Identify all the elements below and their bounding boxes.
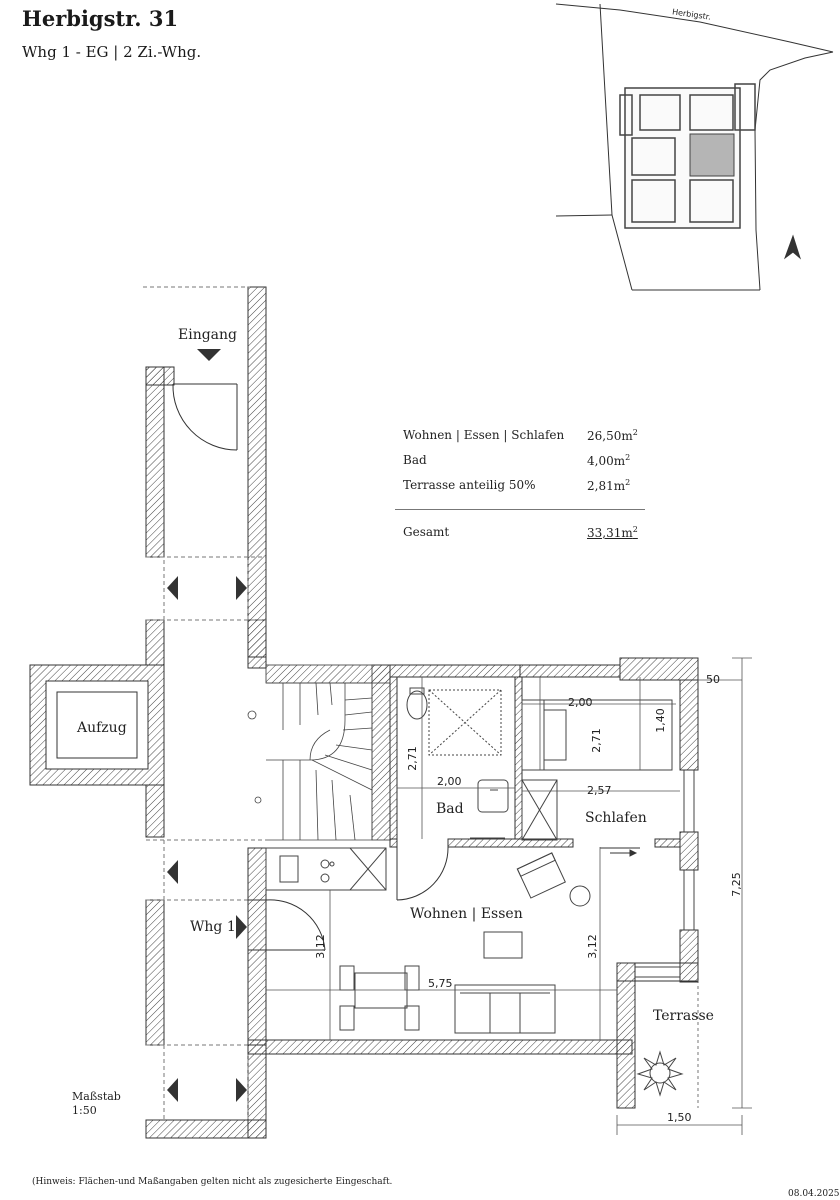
dining-table xyxy=(354,972,408,1009)
living-door xyxy=(265,899,326,951)
dim-total-height: 7,25 xyxy=(729,872,743,897)
bath-label: Bad xyxy=(436,801,464,817)
dim-living-height-left: 3,12 xyxy=(313,934,327,959)
corridor-walls xyxy=(145,286,267,1139)
entrance-arrow-icon xyxy=(197,349,221,361)
arrow-left-icon xyxy=(167,576,178,600)
toilet-icon xyxy=(406,690,428,720)
dim-living-width: 5,75 xyxy=(428,977,453,990)
area-row: Terrasse anteilig 50% 2,81m2 xyxy=(403,478,643,496)
scale-value: 1:50 xyxy=(72,1104,97,1117)
entrance-label: Eingang xyxy=(178,327,238,343)
sliding-door xyxy=(600,847,640,857)
unit-label: Whg 1 xyxy=(190,919,236,935)
dim-terrace-width: 1,50 xyxy=(667,1111,692,1124)
site-plan xyxy=(555,3,834,291)
area-divider xyxy=(395,509,645,510)
plant-icon xyxy=(636,1050,684,1097)
plan-date: 08.04.2025 xyxy=(788,1189,840,1199)
sofa xyxy=(454,984,556,1034)
area-label: Wohnen | Essen | Schlafen xyxy=(403,428,565,442)
bath-fixtures xyxy=(406,687,509,839)
area-value: 2,81m2 xyxy=(587,478,631,493)
windows xyxy=(635,770,695,978)
north-arrow-icon xyxy=(783,234,802,260)
elevator xyxy=(29,664,165,786)
living-furniture xyxy=(339,852,591,1034)
area-value: 4,00m2 xyxy=(587,453,631,468)
living-label: Wohnen | Essen xyxy=(410,906,523,922)
arrow-left-icon xyxy=(167,860,178,884)
scale-label: Maßstab xyxy=(72,1090,121,1103)
arrow-left-icon xyxy=(167,1078,178,1102)
area-row: Wohnen | Essen | Schlafen 26,50m2 xyxy=(403,428,643,446)
sink-icon xyxy=(477,779,509,813)
arrow-right-icon xyxy=(236,576,247,600)
dim-bed-width: 2,00 xyxy=(568,696,593,709)
dim-bed-height: 2,71 xyxy=(589,728,603,753)
stair xyxy=(247,664,391,841)
scale-block: Maßstab 1:50 xyxy=(72,1090,121,1118)
coffee-table xyxy=(483,931,523,959)
plot-right-boundary xyxy=(754,51,834,291)
armchair xyxy=(516,852,566,899)
dim-bed-depth: 1,40 xyxy=(653,708,667,733)
dim-bath-width: 2,00 xyxy=(437,775,462,788)
area-total-label: Gesamt xyxy=(403,525,450,539)
area-value: 26,50m2 xyxy=(587,428,638,443)
page-title: Herbigstr. 31 xyxy=(22,6,179,31)
area-label: Terrasse anteilig 50% xyxy=(403,478,536,492)
disclaimer-note: (Hinweis: Flächen-und Maßangaben gelten … xyxy=(32,1177,393,1187)
page-subtitle: Whg 1 - EG | 2 Zi.-Whg. xyxy=(22,43,202,61)
terrace-label: Terrasse xyxy=(653,1008,714,1024)
kitchen xyxy=(265,847,387,891)
elevator-label: Aufzug xyxy=(77,720,127,736)
bedroom-label: Schlafen xyxy=(585,810,647,826)
bedroom-furniture xyxy=(521,699,673,841)
apartment-walls xyxy=(247,657,699,1109)
area-total-row: Gesamt 33,31m2 xyxy=(403,525,643,543)
arrow-right-icon xyxy=(236,1078,247,1102)
entrance-door xyxy=(172,383,238,451)
dim-wall-offset: 50 xyxy=(706,673,720,686)
site-building xyxy=(619,83,756,229)
area-row: Bad 4,00m2 xyxy=(403,453,643,471)
dim-bedroom-width: 2,57 xyxy=(587,784,612,797)
dimension-lines xyxy=(266,657,752,1135)
corridor-arrows xyxy=(167,576,247,1102)
area-total-value: 33,31m2 xyxy=(587,525,638,540)
dim-bath-height: 2,71 xyxy=(405,746,419,771)
dim-living-height-right: 3,12 xyxy=(585,934,599,959)
area-label: Bad xyxy=(403,453,427,467)
bath-door xyxy=(396,846,449,901)
site-unit-highlight xyxy=(689,133,735,177)
unit-arrow-icon xyxy=(236,915,247,939)
street-line xyxy=(555,3,834,53)
